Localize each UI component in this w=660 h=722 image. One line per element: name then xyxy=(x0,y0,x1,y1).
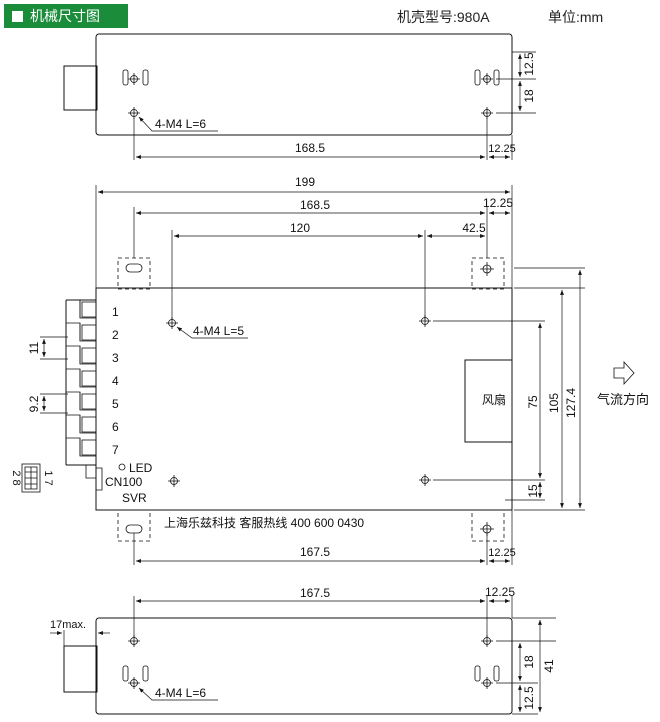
led-indicator-icon xyxy=(118,463,126,471)
top-dim-18: 18 xyxy=(522,89,536,103)
terminal-pin-label: 3 xyxy=(112,351,119,365)
front-dim-167-5: 167.5 xyxy=(300,545,330,559)
section-title-badge: 机械尺寸图 xyxy=(4,4,128,28)
slot-icon xyxy=(493,665,500,682)
screw-hole-icon xyxy=(419,474,431,486)
front-dim-12-25-top: 12.25 xyxy=(483,196,513,210)
fan-box xyxy=(464,359,513,443)
top-view-case-outline xyxy=(95,33,513,136)
slot-icon xyxy=(142,69,149,86)
screw-hole-icon xyxy=(480,262,494,276)
bottom-dim-12-25: 12.25 xyxy=(485,585,515,599)
terminal-block xyxy=(65,299,103,491)
connector-pins-right-label: 1 7 xyxy=(42,470,54,485)
front-dim-120: 120 xyxy=(290,221,310,235)
bottom-dim-41: 41 xyxy=(542,659,556,673)
slot-icon xyxy=(125,263,143,273)
terminal-screw-icon xyxy=(81,347,97,364)
front-dim-75: 75 xyxy=(526,395,540,409)
top-view-side-lug xyxy=(63,65,98,111)
front-screw-label: 4-M4 L=5 xyxy=(193,324,244,338)
front-dim-42-5: 42.5 xyxy=(462,221,486,235)
top-view: 4-M4 L=6 12.5 18 168.5 12.25 xyxy=(63,33,536,160)
front-dim-199: 199 xyxy=(295,175,315,189)
square-icon xyxy=(12,11,23,22)
terminal-pin-labels: 1 2 3 4 5 6 7 xyxy=(112,305,119,457)
screw-hole-icon xyxy=(166,317,178,329)
fan-label: 风扇 xyxy=(482,392,506,407)
terminal-screw-icon xyxy=(81,439,97,456)
slot-icon xyxy=(122,665,129,682)
front-dim-12-25-bottom: 12.25 xyxy=(488,547,516,559)
front-dim-9-2: 9.2 xyxy=(27,395,41,412)
terminal-screw-icon xyxy=(81,416,97,433)
cn100-connector xyxy=(21,463,41,493)
slot-icon xyxy=(493,69,500,86)
connector-pins-left-label: 2 8 xyxy=(10,470,22,485)
front-dim-105: 105 xyxy=(547,393,561,413)
screw-hole-icon xyxy=(481,107,493,119)
connector-body xyxy=(21,463,41,493)
mounting-tab-top-left xyxy=(117,257,151,290)
company-hotline: 上海乐兹科技 客服热线 400 600 0430 xyxy=(164,515,364,530)
unit-label: 单位:mm xyxy=(548,9,604,25)
front-dim-168-5: 168.5 xyxy=(300,198,330,212)
front-view: 199 168.5 12.25 120 42.5 4-M4 L=5 xyxy=(10,175,649,565)
bottom-dim-12-5: 12.5 xyxy=(522,686,536,710)
bottom-screw-label: 4-M4 L=6 xyxy=(155,686,206,700)
slot-icon xyxy=(474,665,481,682)
top-dim-12-25: 12.25 xyxy=(488,143,516,155)
model-label: 机壳型号:980A xyxy=(397,9,490,25)
terminal-screw-icon xyxy=(81,324,97,341)
screw-hole-icon xyxy=(419,315,431,327)
slot-icon xyxy=(474,69,481,86)
bottom-dim-18: 18 xyxy=(522,655,536,669)
screw-hole-icon xyxy=(128,107,140,119)
slot-icon xyxy=(125,524,143,534)
screw-hole-icon xyxy=(128,73,140,85)
airflow-label: 气流方向 xyxy=(597,392,649,407)
bottom-view-side-lug xyxy=(63,645,98,693)
top-dim-168-5: 168.5 xyxy=(295,141,325,155)
screw-hole-icon xyxy=(128,677,140,689)
top-dim-12-5: 12.5 xyxy=(522,52,536,76)
terminal-pin-label: 6 xyxy=(112,420,119,434)
terminal-screw-icon xyxy=(81,370,97,387)
bottom-dim-17max: 17max. xyxy=(50,619,86,631)
front-dim-11: 11 xyxy=(27,341,41,354)
screw-hole-icon xyxy=(481,73,493,85)
terminal-pin-label: 1 xyxy=(112,305,119,319)
airflow-arrow-icon xyxy=(613,360,635,386)
slot-icon xyxy=(142,665,149,682)
svr-label: SVR xyxy=(122,491,147,505)
section-title: 机械尺寸图 xyxy=(30,8,100,24)
bottom-view-case-outline xyxy=(95,617,513,715)
mounting-tab-bottom-right xyxy=(471,509,505,542)
front-dim-15: 15 xyxy=(526,484,540,498)
cn100-label: CN100 xyxy=(105,475,143,489)
led-label: LED xyxy=(129,461,153,475)
terminal-pin-label: 4 xyxy=(112,374,119,388)
terminal-pin-label: 5 xyxy=(112,397,119,411)
top-screw-label: 4-M4 L=6 xyxy=(155,117,206,131)
screw-hole-icon xyxy=(481,677,493,689)
screw-hole-icon xyxy=(168,475,180,487)
slot-icon xyxy=(122,69,129,86)
screw-hole-icon xyxy=(481,635,493,647)
terminal-screw-icon xyxy=(81,393,97,410)
mounting-tab-top-right xyxy=(471,257,505,290)
terminal-screw-icon xyxy=(81,301,97,318)
terminal-pin-label: 7 xyxy=(112,443,119,457)
front-dim-127-4: 127.4 xyxy=(564,388,578,418)
bottom-dim-167-5: 167.5 xyxy=(300,586,330,600)
screw-hole-icon xyxy=(128,635,140,647)
bottom-view: 167.5 12.25 17max. 4-M4 L=6 18 41 12.5 xyxy=(50,585,556,715)
terminal-pin-label: 2 xyxy=(112,328,119,342)
